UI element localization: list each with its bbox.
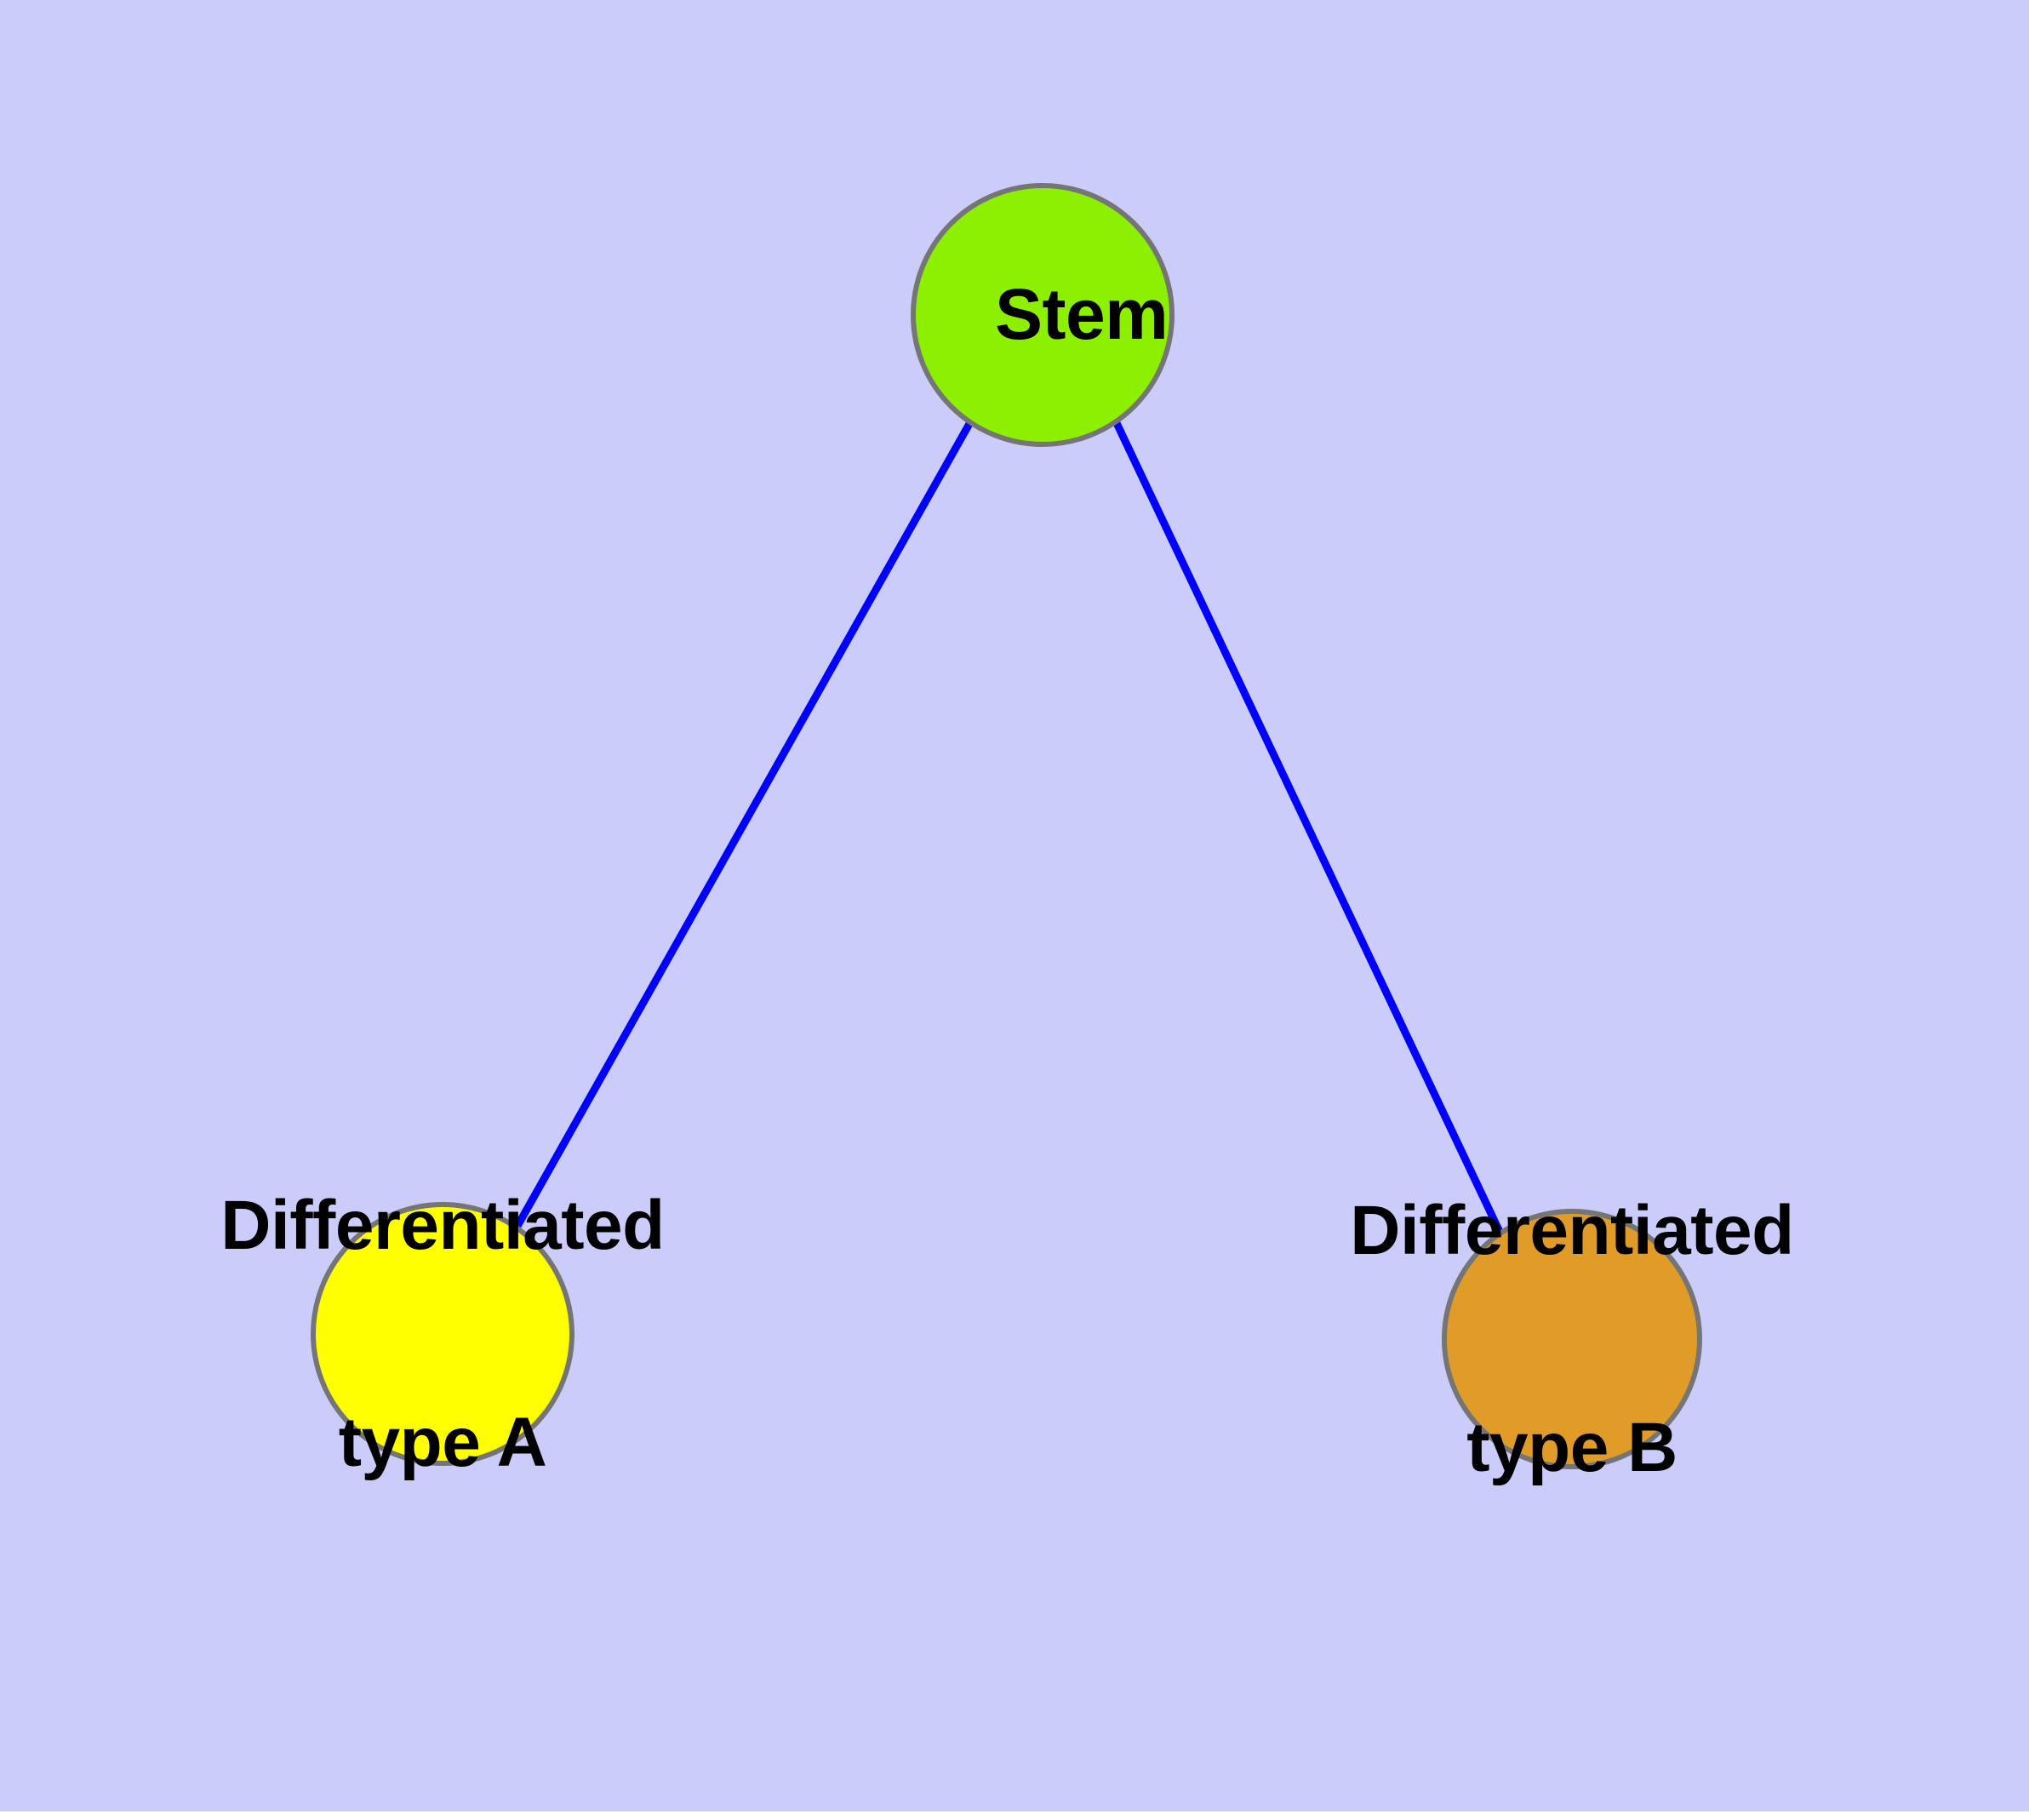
edge-stem-to-diff-b — [1112, 419, 1505, 1238]
node-layer — [311, 183, 1702, 1469]
node-stem[interactable] — [911, 183, 1175, 447]
edge-stem-to-diff-a — [512, 418, 974, 1232]
edge-layer — [512, 418, 1505, 1238]
node-differentiated-type-b[interactable] — [1442, 1209, 1702, 1469]
node-differentiated-type-a[interactable] — [311, 1202, 574, 1466]
